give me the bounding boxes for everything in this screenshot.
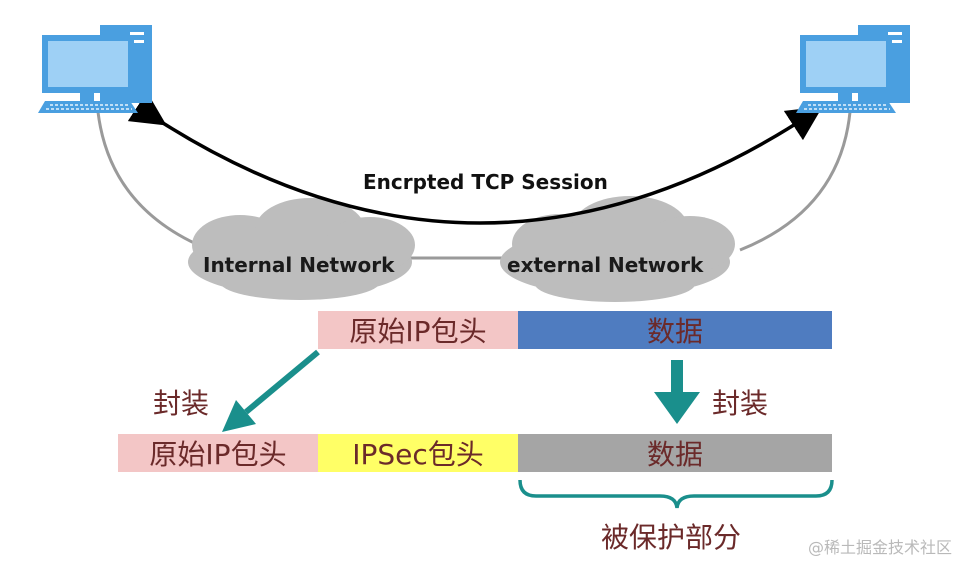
top-original-ip-header: 原始IP包头	[318, 311, 518, 349]
protected-brace	[518, 479, 834, 509]
session-label: Encrpted TCP Session	[363, 170, 608, 194]
left-link-line	[96, 111, 211, 252]
external-network-label: external Network	[507, 253, 704, 277]
external-network-cloud	[500, 196, 735, 302]
encrypted-session-arrow	[127, 91, 823, 225]
encap-right-label: 封装	[712, 387, 769, 420]
bottom-ipsec-header: IPSec包头	[318, 434, 518, 472]
watermark: @稀土掘金技术社区	[808, 538, 953, 557]
internal-network-label: Internal Network	[203, 253, 395, 277]
top-data-block: 数据	[518, 311, 832, 349]
bottom-original-ip-header: 原始IP包头	[118, 434, 318, 472]
encap-down-arrow	[654, 360, 700, 424]
encap-diagonal-arrow	[222, 349, 320, 432]
right-link-line	[739, 111, 852, 252]
internal-network-cloud	[188, 198, 415, 300]
encap-left-label: 封装	[153, 387, 210, 420]
left-computer-icon	[38, 25, 152, 113]
right-computer-icon	[796, 25, 910, 113]
protected-portion-label: 被保护部分	[601, 521, 742, 554]
bottom-data-block: 数据	[518, 434, 832, 472]
